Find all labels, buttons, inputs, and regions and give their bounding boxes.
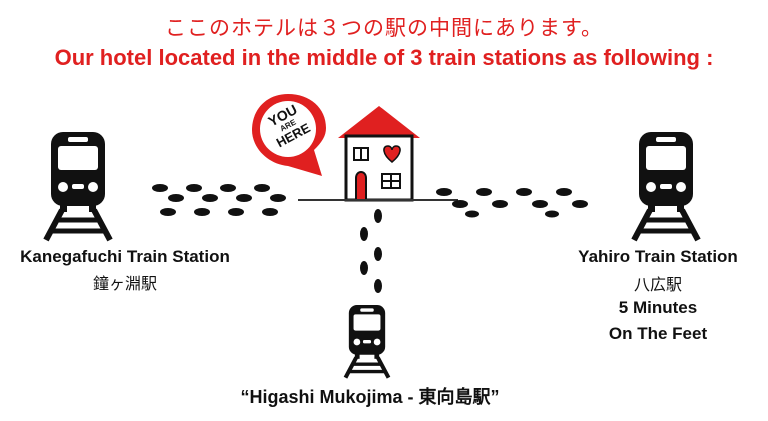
station-left-name-jp: 鐘ヶ淵駅 [92,274,157,293]
footprints-right-icon [436,188,588,218]
you-are-here-pin [252,94,326,176]
ground-line [298,199,458,201]
station-right-note-line1: 5 Minutes [618,298,698,317]
station-left-name: Kanegafuchi Train Station [20,247,230,266]
train-icon-left [43,132,113,242]
title-japanese: ここのホテルは３つの駅の中間にあります。 [165,16,603,40]
station-right-name-jp: 八広駅 [633,275,682,294]
footprints-left-icon [152,184,286,216]
station-bottom-name: “Higashi Mukojima - 東向島駅” [240,387,500,407]
title-english: Our hotel located in the middle of 3 tra… [54,45,714,70]
train-icon-right [631,132,701,242]
station-right-name: Yahiro Train Station [578,247,738,266]
station-right-note-line2: On The Feet [608,324,708,343]
train-icon-bottom [343,305,391,379]
footprints-down-icon [360,209,382,293]
house-icon [338,106,420,202]
